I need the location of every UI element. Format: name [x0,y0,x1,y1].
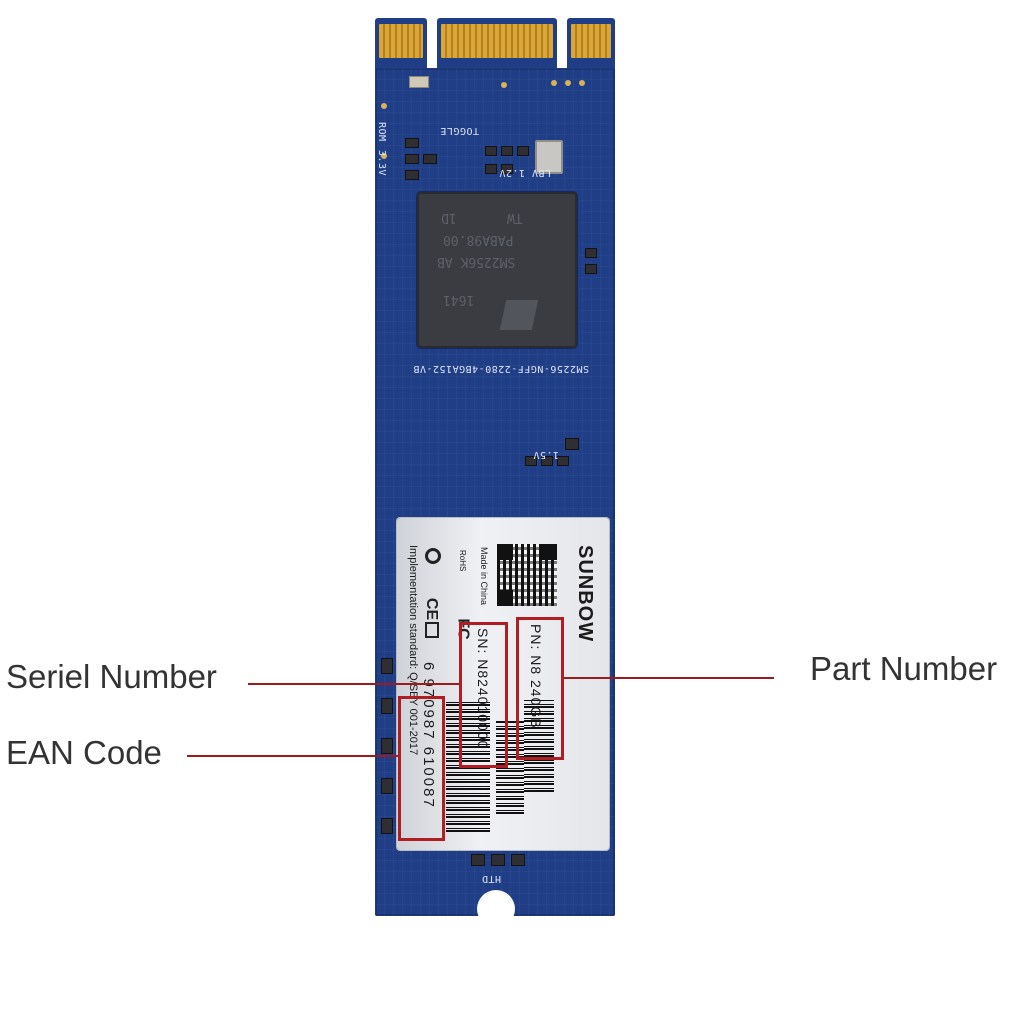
part-number-barcode [524,700,554,792]
cert-ce: CE [423,597,441,621]
label-brand: SUNBOW [574,545,596,643]
silk-1v2: 1.2V [498,167,525,178]
silk-model: SM2256-NGFF-2280-4BGA152-VB [412,363,589,374]
mounting-notch [477,890,515,928]
edge-connector-right [567,18,615,74]
silk-toggle: TOGGLE [439,125,479,136]
chip-text-id: 1D [441,210,457,225]
part-number-highlight [516,617,564,760]
silk-1v5: 1.5V [532,449,559,460]
silk-htd: HTD [481,873,501,884]
edge-connector-center [437,18,557,74]
chip-text-tw: TW [507,210,523,225]
serial-leader-line [248,683,459,685]
silk-rom: ROM [376,122,387,142]
silk-3v3: 3.3V [376,150,387,177]
weee-bin-icon [425,622,439,638]
chip-text-date: 1641 [443,292,475,307]
cert-rohs: RoHS [458,550,467,572]
crystal-oscillator [535,140,563,174]
chip-text-lot: PABA98.00 [443,232,514,247]
label-made-in: Made in China [479,547,489,606]
chip-text-model: SM2256K AB [437,254,516,269]
recycle-icon [425,548,441,564]
ean-code-callout: EAN Code [6,734,162,771]
part-number-callout: Part Number [810,650,998,687]
ean-code-highlight [398,696,445,841]
edge-connector-left [375,18,427,74]
serial-number-highlight [459,622,508,768]
controller-chip: SM2256K AB PABA98.00 TW 1D 1641 [417,192,577,348]
silk-lbv: LBV [531,167,551,178]
chip-logo-icon [499,300,539,330]
qr-code-icon [497,544,557,606]
ean-leader-line [187,755,398,757]
serial-number-callout: Seriel Number [6,658,217,695]
part-leader-line [564,677,774,679]
